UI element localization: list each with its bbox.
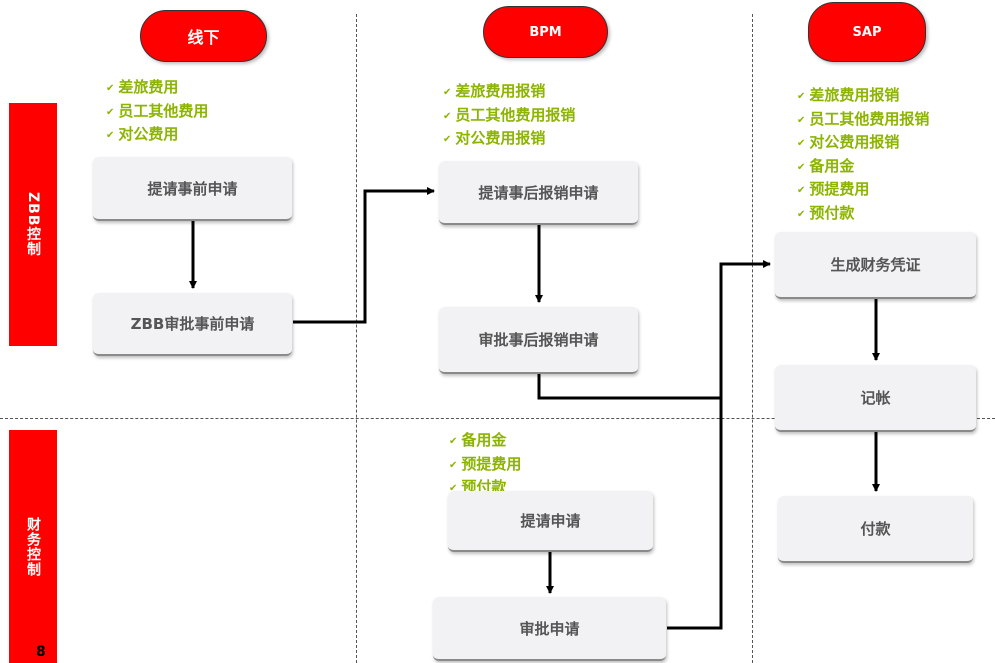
offline-checklist: 差旅费用 员工其他费用 对公费用: [106, 77, 208, 148]
checklist-item: 预提费用: [797, 179, 929, 203]
box-voucher: 生成财务凭证: [775, 232, 976, 299]
row-label-finance-text: 财务控制: [25, 516, 41, 577]
box-post-request: 提请事后报销申请: [439, 161, 638, 225]
lane-header-bpm: BPM: [483, 6, 608, 58]
checklist-item: 员工其他费用: [106, 101, 208, 125]
checklist-item: 预付款: [797, 203, 929, 227]
page-number: 8: [36, 644, 46, 660]
checklist-item: 对公费用: [106, 124, 208, 148]
lane-divider-2: [752, 14, 753, 663]
box-posting: 记帐: [775, 365, 976, 432]
lane-divider-1: [356, 14, 357, 663]
row-label-zbb-control: ZBB控制: [9, 103, 57, 346]
bpm-checklist: 差旅费用报销 员工其他费用报销 对公费用报销: [443, 81, 575, 152]
checklist-item: 预提费用: [449, 454, 521, 478]
box-pre-request: 提请事前申请: [93, 157, 292, 221]
checklist-item: 对公费用报销: [797, 132, 929, 156]
box-payment: 付款: [778, 496, 973, 563]
checklist-item: 差旅费用报销: [443, 81, 575, 105]
checklist-item: 备用金: [449, 430, 521, 454]
checklist-item: 员工其他费用报销: [797, 109, 929, 133]
lane-header-offline: 线下: [140, 10, 267, 62]
row-label-finance-control: 财务控制: [9, 430, 57, 663]
lane-header-sap: SAP: [808, 2, 926, 62]
box-zbb-approve: ZBB审批事前申请: [93, 293, 292, 356]
sap-checklist: 差旅费用报销 员工其他费用报销 对公费用报销 备用金 预提费用 预付款: [797, 85, 929, 226]
box-request: 提请申请: [448, 491, 653, 552]
checklist-item: 差旅费用报销: [797, 85, 929, 109]
checklist-item: 备用金: [797, 156, 929, 180]
row-label-zbb-text: ZBB控制: [25, 192, 41, 257]
box-post-approve: 审批事后报销申请: [439, 307, 638, 374]
arrow-zbb-to-bpm: [293, 187, 435, 324]
checklist-item: 对公费用报销: [443, 128, 575, 152]
checklist-item: 差旅费用: [106, 77, 208, 101]
row-divider: [0, 418, 995, 419]
checklist-item: 员工其他费用报销: [443, 105, 575, 129]
box-approve: 审批申请: [433, 597, 666, 661]
arrow-approve-to-voucher: [667, 398, 723, 630]
